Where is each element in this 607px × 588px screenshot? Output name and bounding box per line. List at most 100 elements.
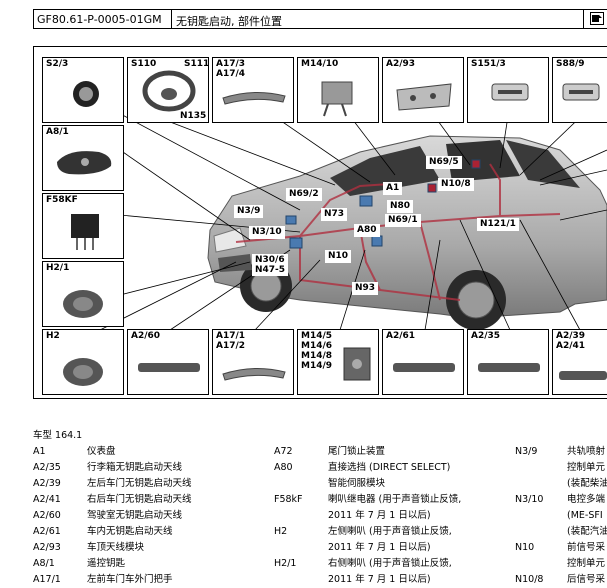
antenna-bar-image [478, 363, 540, 372]
part-label: S2/3 [46, 59, 69, 69]
part-description: 右后车门无钥匙启动天线 [87, 494, 192, 505]
part-description: 车顶天线模块 [87, 542, 145, 553]
door-lock-image [343, 347, 371, 381]
part-box-a2-60: A2/60 [127, 329, 209, 395]
door-handle-image [222, 92, 286, 105]
header-divider [583, 10, 584, 28]
part-description: 右侧喇叭 (用于声音锁止反馈, [328, 558, 452, 569]
callout-label: N3/9 [234, 205, 264, 218]
part-description: 尾门锁止装置 [328, 446, 386, 457]
part-box-a2-61: A2/61 [382, 329, 464, 395]
part-label: A2/61 [386, 331, 416, 341]
part-label: M14/10 [301, 59, 339, 69]
part-label: A2/39 A2/41 [556, 331, 586, 351]
callout-label: N30/6 N47-5 [252, 254, 289, 276]
part-description: 左前车门车外门把手 [87, 574, 173, 585]
part-box-a17-3: A17/3 A17/4 [212, 57, 294, 123]
part-box-s2-3: S2/3 [42, 57, 124, 123]
part-description: 控制单元 [567, 462, 606, 473]
lock-actuator-image [321, 81, 353, 117]
part-label: A2/60 [131, 331, 161, 341]
part-label: A17/1 A17/2 [216, 331, 246, 351]
part-code: A17/1 [33, 574, 61, 585]
part-box-a2-39: A2/39 A2/41 [552, 329, 607, 395]
callout-label: N69/5 [426, 156, 462, 169]
switch-image [491, 83, 529, 101]
part-description: 控制单元 [567, 558, 606, 569]
callout-label: A80 [354, 224, 380, 237]
antenna-module-image [396, 83, 452, 111]
remote-key-image [57, 151, 112, 175]
callout-label: A1 [383, 182, 403, 195]
relay-image [71, 214, 99, 250]
part-description: 左后车门无钥匙启动天线 [87, 478, 192, 489]
part-description: 驾驶室无钥匙启动天线 [87, 510, 183, 521]
part-code: A2/61 [33, 526, 61, 537]
document-title: 无钥匙启动, 部件位置 [176, 15, 282, 28]
part-description: (装配汽油 [567, 526, 607, 537]
part-label: S111 [184, 59, 210, 69]
callout-label: N80 [387, 200, 414, 213]
part-box-m14-10: M14/10 [297, 57, 379, 123]
part-label: A2/93 [386, 59, 416, 69]
part-box-a17-1: A17/1 A17/2 [212, 329, 294, 395]
part-code: A80 [274, 462, 293, 473]
callout-label: N3/10 [249, 226, 285, 239]
callout-label: N121/1 [477, 218, 519, 231]
switch-image [562, 83, 600, 101]
part-description: 遥控钥匙 [87, 558, 126, 569]
part-code: N10 [515, 542, 535, 553]
part-description: 前信号采 [567, 542, 606, 553]
component-location-diagram [33, 46, 607, 399]
part-description: 车内无钥匙启动天线 [87, 526, 173, 537]
part-label: M14/5 M14/6 M14/8 M14/9 [301, 331, 333, 371]
steering-wheel-image [142, 70, 196, 112]
part-label: A8/1 [46, 127, 69, 137]
callout-label: N10 [325, 250, 352, 263]
part-description: 喇叭继电器 (用于声音锁止反馈, [328, 494, 462, 505]
print-icon[interactable] [590, 12, 604, 25]
model-label: 车型 164.1 [33, 430, 83, 441]
part-box-h2: H2 [42, 329, 124, 395]
part-description: 仪表盘 [87, 446, 116, 457]
callout-label: N93 [352, 282, 379, 295]
part-code: N3/9 [515, 446, 538, 457]
part-code: A2/93 [33, 542, 61, 553]
part-description: 左侧喇叭 (用于声音锁止反馈, [328, 526, 452, 537]
part-description: 行李箱无钥匙启动天线 [87, 462, 183, 473]
part-description: 电控多端 [567, 494, 606, 505]
horn-image [63, 290, 103, 318]
part-description: (装配柴油 [567, 478, 607, 489]
part-description: (ME-SFI [567, 510, 603, 521]
part-description: 2011 年 7 月 1 日以后) [328, 542, 431, 553]
part-code: N3/10 [515, 494, 544, 505]
part-description: 智能伺服模块 [328, 478, 386, 489]
header-divider [171, 10, 172, 28]
document-code: GF80.61-P-0005-01GM [37, 13, 162, 26]
part-label: F58KF [46, 195, 78, 205]
part-description: 直接选挡 (DIRECT SELECT) [328, 462, 451, 473]
part-box-a8-1: A8/1 [42, 125, 124, 191]
part-box-m14-5: M14/5 M14/6 M14/8 M14/9 [297, 329, 379, 395]
callout-label: N69/1 [385, 214, 421, 227]
horn-image [63, 358, 103, 386]
part-code: A2/35 [33, 462, 61, 473]
part-label: A17/3 A17/4 [216, 59, 246, 79]
callout-label: N10/8 [438, 178, 474, 191]
part-box-a2-93: A2/93 [382, 57, 464, 123]
ignition-button-image [73, 81, 99, 107]
part-box-s151-3: S151/3 [467, 57, 549, 123]
callout-label: N69/2 [286, 188, 322, 201]
part-box-f58kf: F58KF [42, 193, 124, 259]
part-box-a2-35: A2/35 [467, 329, 549, 395]
part-code: H2 [274, 526, 288, 537]
part-code: N10/8 [515, 574, 544, 585]
part-code: A1 [33, 446, 46, 457]
part-description: 2011 年 7 月 1 日以后) [328, 510, 431, 521]
part-code: A8/1 [33, 558, 55, 569]
part-description: 2011 年 7 月 1 日以后) [328, 574, 431, 585]
part-code: A72 [274, 446, 293, 457]
part-code: H2/1 [274, 558, 297, 569]
part-label: S88/9 [556, 59, 585, 69]
